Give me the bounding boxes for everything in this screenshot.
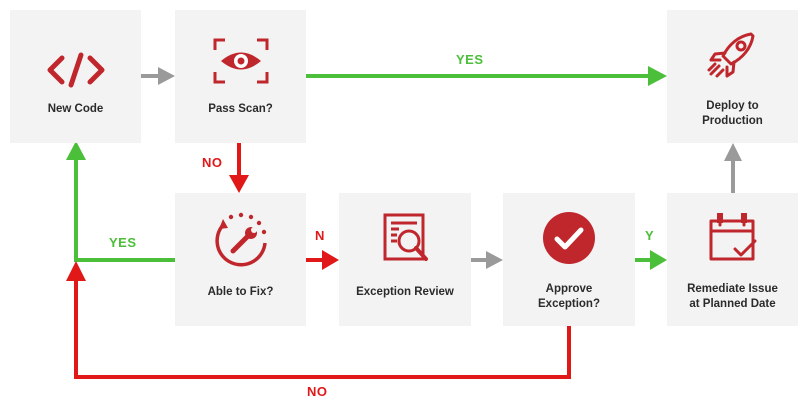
node-new-code[interactable]: New Code — [10, 10, 141, 143]
eye-scan-icon — [213, 38, 268, 84]
edge-label-scan-no: NO — [202, 155, 223, 170]
calendar-check-icon — [709, 213, 756, 261]
checkmark-circle-icon — [543, 212, 595, 264]
node-remediate[interactable]: Remediate Issue at Planned Date — [667, 193, 798, 326]
node-label-remediate: Remediate Issue at Planned Date — [667, 282, 798, 312]
wrench-gauge-icon — [214, 212, 267, 267]
arrow-review-to-approve — [471, 251, 503, 269]
arrow-approve-yes-to-remediate — [635, 250, 667, 270]
arrow-fix-no-to-review — [306, 250, 339, 270]
arrow-remediate-to-deploy — [724, 143, 742, 193]
node-label-line: Remediate Issue at Planned Date — [687, 283, 778, 310]
arrow-scan-yes-to-deploy — [306, 66, 667, 86]
arrow-newcode-to-scan — [141, 67, 175, 85]
rocket-icon — [707, 32, 754, 78]
arrow-scan-no-to-fix — [229, 143, 249, 193]
node-label-approve: Approve Exception? — [503, 282, 635, 312]
document-search-icon — [383, 213, 428, 261]
edge-label-scan-yes: YES — [456, 52, 484, 67]
node-label-deploy: Deploy to Production — [667, 99, 798, 129]
node-label: Pass Scan? — [208, 103, 273, 115]
node-exception-review[interactable]: Exception Review — [339, 193, 471, 326]
edge-label-approve-no: NO — [307, 384, 328, 399]
edge-label-fix-no: N — [315, 228, 325, 243]
edge-label-approve-yes: Y — [645, 228, 655, 243]
node-label-line: Deploy to Production — [702, 100, 763, 127]
node-able-to-fix[interactable]: Able to Fix? — [175, 193, 306, 326]
arrow-fix-yes-to-newcode — [66, 141, 175, 262]
code-icon — [47, 52, 104, 88]
node-pass-scan[interactable]: Pass Scan? — [175, 10, 306, 143]
arrow-approve-no-loop — [66, 261, 571, 379]
edge-label-fix-yes: YES — [109, 235, 137, 250]
node-deploy[interactable]: Deploy to Production — [667, 10, 798, 143]
node-label-line: Approve Exception? — [538, 283, 600, 310]
node-label: Exception Review — [356, 286, 454, 298]
node-label: Able to Fix? — [207, 286, 274, 298]
node-approve-exception[interactable]: Approve Exception? — [503, 193, 635, 326]
node-label: New Code — [47, 103, 104, 115]
